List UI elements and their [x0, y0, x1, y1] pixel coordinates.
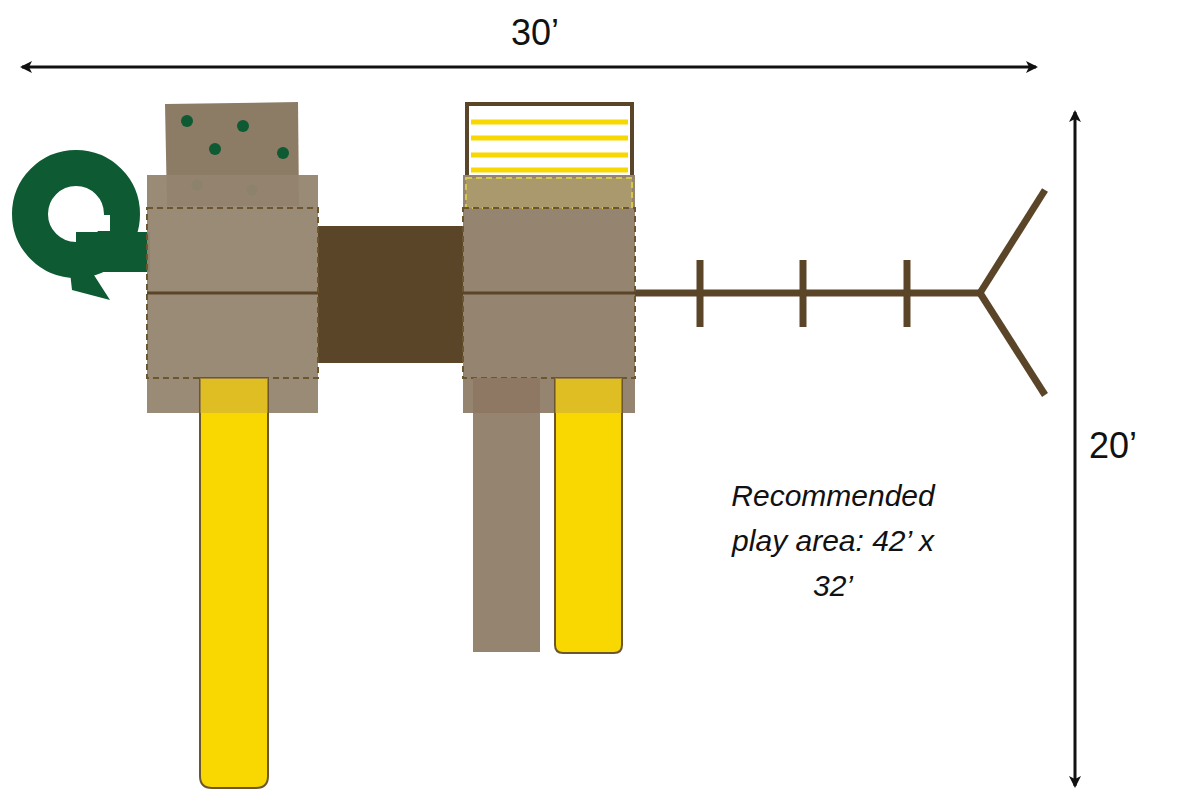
- ramp: [473, 378, 540, 652]
- spiral-slide: [30, 168, 150, 300]
- left-slide: [200, 378, 268, 788]
- bridge: [318, 226, 463, 363]
- depth-dimension: 20’: [1089, 425, 1137, 467]
- right-slide: [555, 378, 622, 653]
- swing-beam: [630, 190, 1045, 395]
- width-dimension-arrow: [22, 66, 1036, 69]
- width-dimension: 30’: [511, 12, 559, 54]
- depth-dimension-arrow: [1074, 112, 1077, 786]
- ramp-top: [473, 378, 540, 413]
- play-area-note: Recommended play area: 42’ x 32’: [708, 473, 958, 608]
